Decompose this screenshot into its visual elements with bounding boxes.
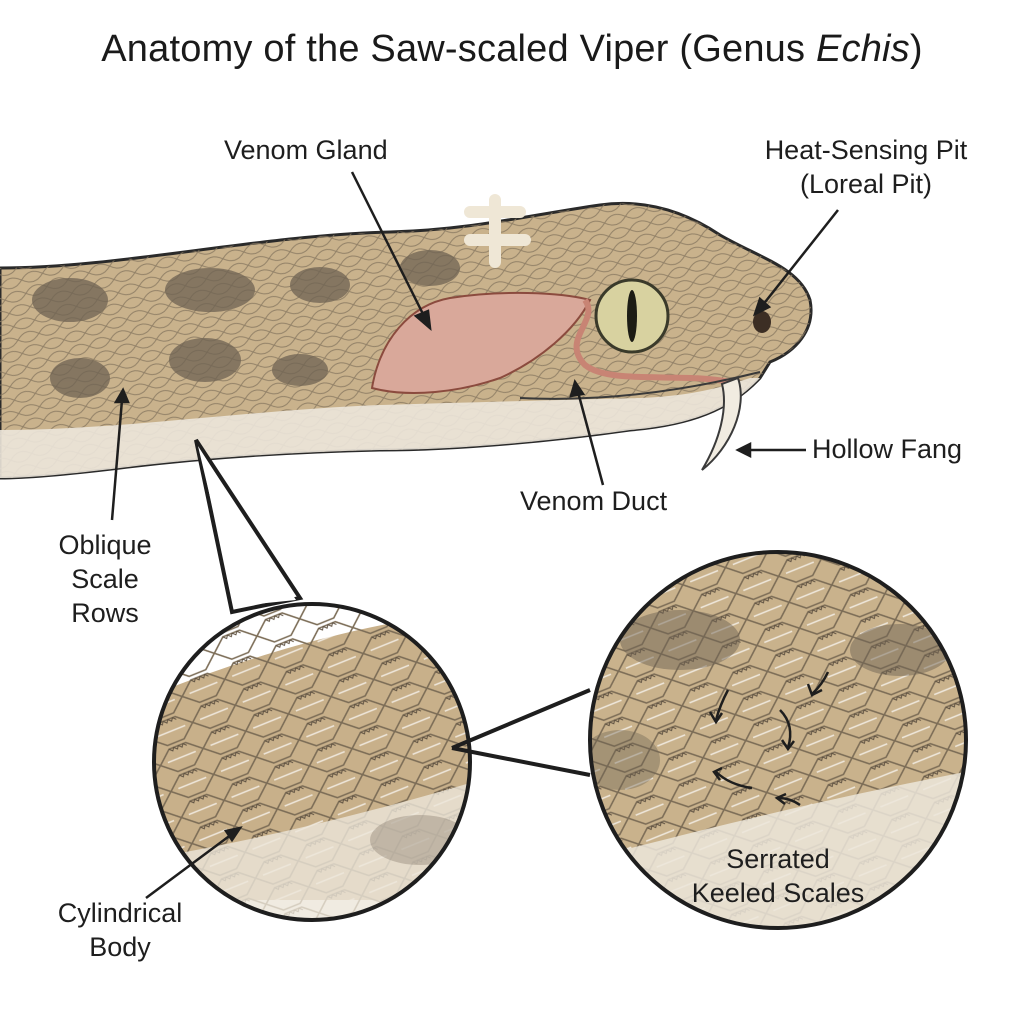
label-oblique-line2: Scale (71, 564, 139, 594)
label-oblique-scale-rows: Oblique Scale Rows (40, 528, 170, 630)
fang-shape (701, 376, 742, 471)
label-serrated-line1: Serrated (726, 844, 830, 874)
label-hollow-fang: Hollow Fang (812, 434, 963, 464)
label-cylindrical-line2: Body (89, 932, 151, 962)
magnified-view-right (588, 550, 968, 930)
title-close: ) (909, 28, 923, 70)
magnified-view-left (152, 602, 472, 922)
title-main: Anatomy of the Saw-scaled Viper (Genus (101, 28, 816, 70)
annotation-arrows (110, 171, 839, 900)
label-venom-gland: Venom Gland (224, 135, 388, 165)
label-oblique-line3: Rows (71, 598, 139, 628)
title-genus: Echis (815, 28, 910, 70)
label-heat-sensing-pit: Heat-Sensing Pit (Loreal Pit) (736, 133, 996, 201)
label-serrated-keeled-scales: Serrated Keeled Scales (666, 842, 890, 910)
label-cylindrical-line1: Cylindrical (57, 898, 183, 928)
venom-duct-shape (573, 298, 731, 385)
label-venom-duct: Venom Duct (520, 486, 668, 516)
loreal-pit-shape (753, 311, 771, 333)
label-oblique-line1: Oblique (58, 530, 152, 560)
diagram-title: Anatomy of the Saw-scaled Viper (Genus E… (0, 28, 1024, 71)
snake-body (0, 194, 813, 480)
label-heat-pit-line2: (Loreal Pit) (799, 169, 933, 199)
connector-lines (451, 688, 591, 777)
label-heat-pit-line1: Heat-Sensing Pit (764, 135, 968, 165)
label-cylindrical-body: Cylindrical Body (30, 896, 210, 964)
label-serrated-line2: Keeled Scales (691, 878, 865, 908)
